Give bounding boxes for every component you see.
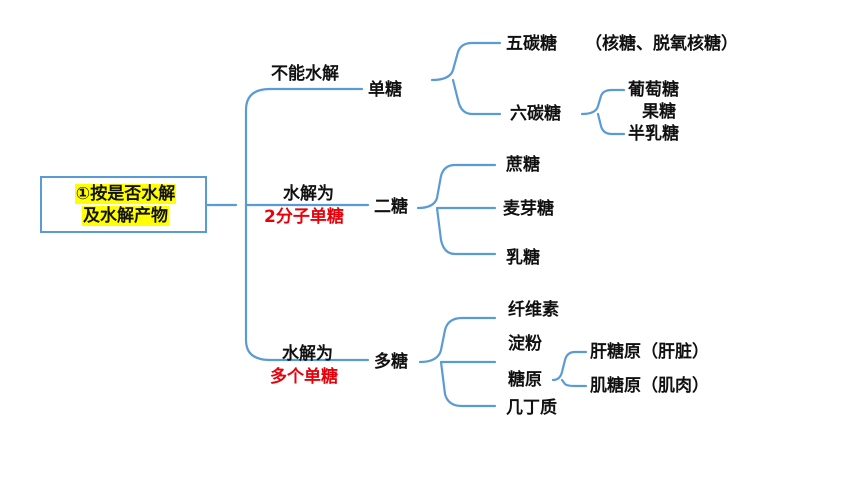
mono-edge-label: 不能水解 <box>271 64 339 84</box>
di-node: 二糖 <box>374 197 408 217</box>
six-carbon-bracket <box>580 88 626 136</box>
poly-edge-label: 水解为 <box>282 344 333 364</box>
poly-item: 纤维素 <box>508 300 559 320</box>
poly-item: 几丁质 <box>506 398 557 418</box>
di-item: 麦芽糖 <box>503 199 554 219</box>
glycogen-child: 肌糖原（肌肉） <box>590 376 709 396</box>
main-trunk <box>244 87 272 362</box>
di-edge-label: 水解为 <box>283 184 334 204</box>
poly-item: 糖原 <box>508 370 542 390</box>
mono-bracket <box>430 41 502 116</box>
glycogen-bracket <box>551 350 588 388</box>
glycogen-child: 肝糖原（肝脏） <box>590 342 709 362</box>
di-edge-label-red: 2分子单糖 <box>264 207 344 227</box>
di-item: 蔗糖 <box>506 155 540 175</box>
five-carbon-note: （核糖、脱氧核糖） <box>585 34 738 54</box>
five-carbon-label: 五碳糖 <box>506 34 557 54</box>
mono-node: 单糖 <box>368 80 402 100</box>
poly-bracket <box>418 316 497 408</box>
poly-item: 淀粉 <box>508 334 542 354</box>
six-carbon-item: 半乳糖 <box>628 124 679 144</box>
six-carbon-item: 葡萄糖 <box>628 80 679 100</box>
root-title-line2: 及水解产物 <box>82 206 169 226</box>
poly-node: 多糖 <box>374 352 408 372</box>
root-title-line1: ①按是否水解 <box>74 184 177 204</box>
poly-edge-label-red: 多个单糖 <box>270 367 338 387</box>
di-item: 乳糖 <box>506 248 540 268</box>
six-carbon-label: 六碳糖 <box>510 104 561 124</box>
root-node: ①按是否水解 及水解产物 <box>40 176 207 233</box>
six-carbon-item: 果糖 <box>642 102 676 122</box>
di-bracket <box>416 163 497 256</box>
